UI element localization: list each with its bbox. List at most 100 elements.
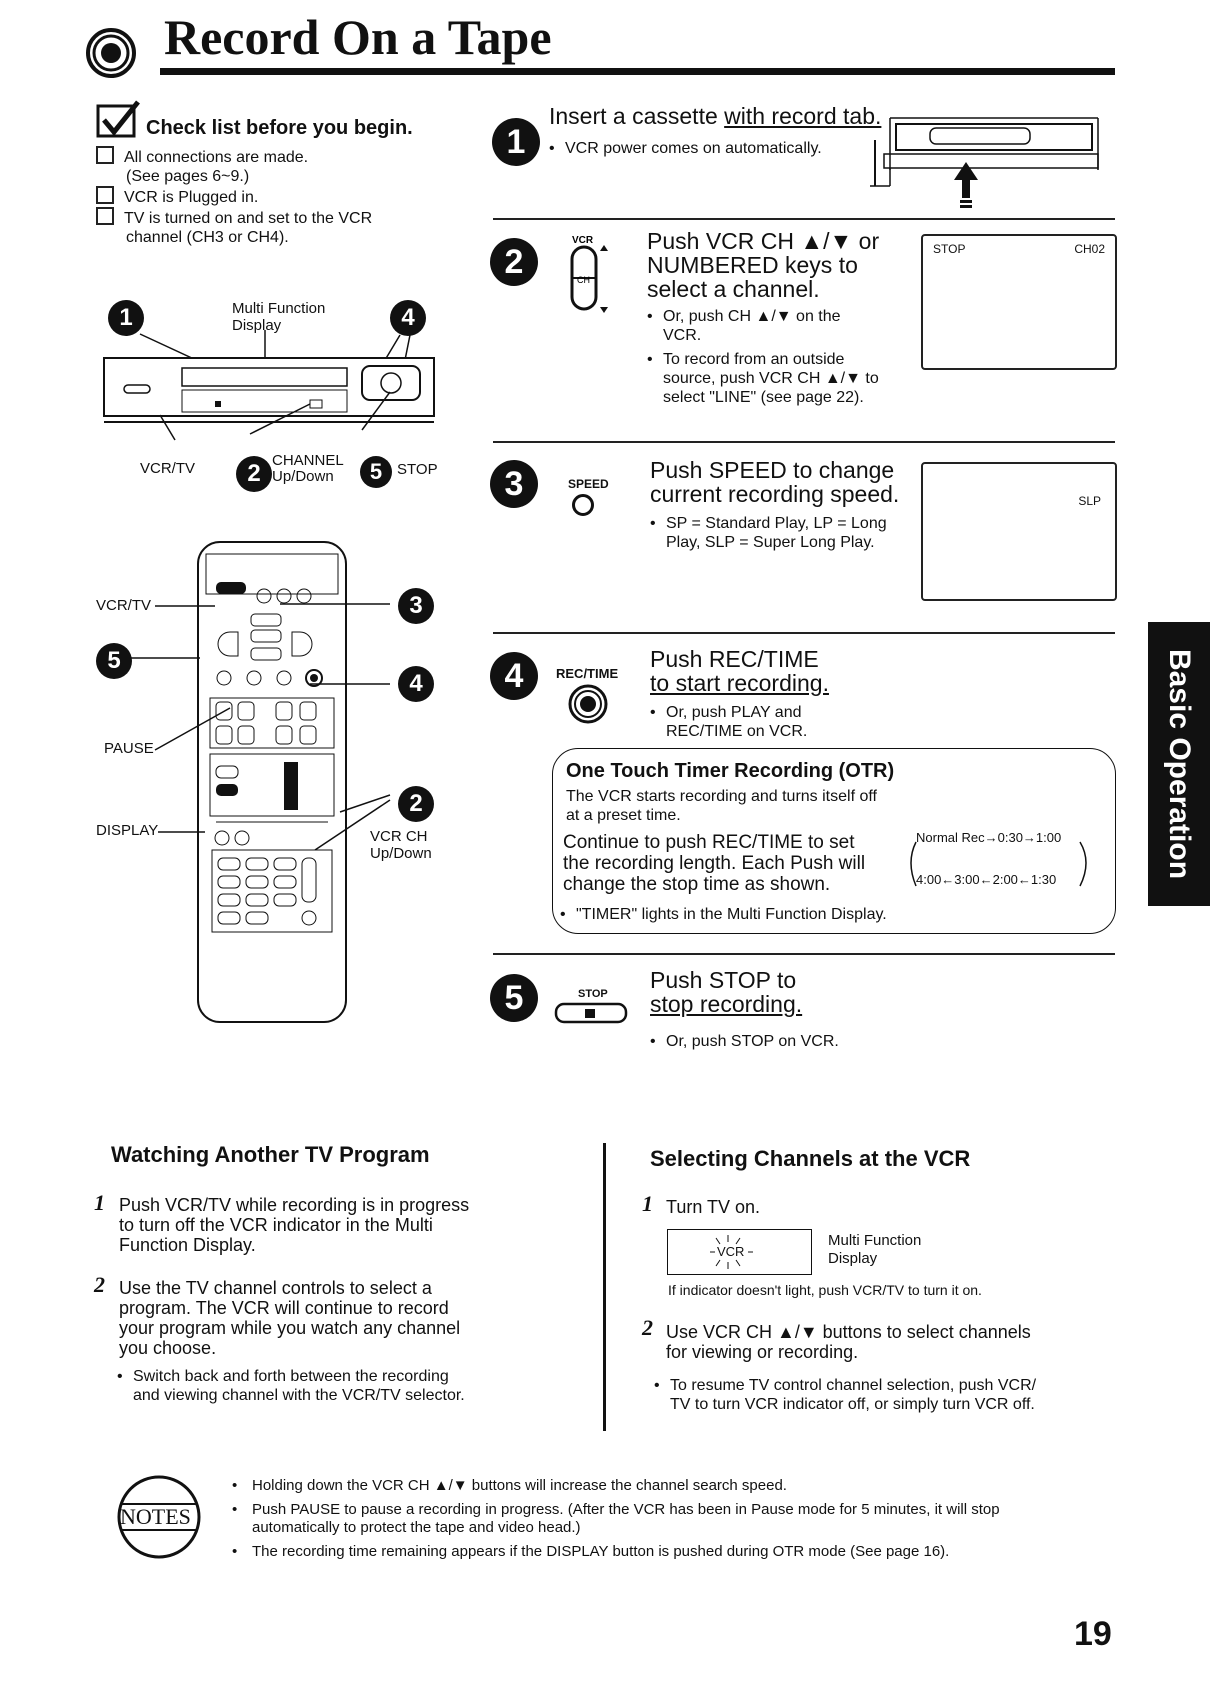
vcr-front-illustration <box>100 330 440 450</box>
title-rule <box>160 68 1115 75</box>
selecting-bullet: •To resume TV control channel selection,… <box>654 1377 1037 1413</box>
step-2-number: 2 <box>490 238 538 286</box>
remote-vcrtv-label: VCR/TV <box>96 597 152 614</box>
remote-callout-2: 2 <box>398 786 434 822</box>
step-3-tv-screen: SLP <box>921 462 1117 601</box>
otr-body: Continue to push REC/TIME to set the rec… <box>563 832 866 895</box>
checklist: All connections are made. (See pages 6~9… <box>96 146 372 247</box>
vcr-ch-button-icon: VCR CH <box>568 233 618 317</box>
step-4-number: 4 <box>490 652 538 700</box>
step-3-number: 3 <box>490 460 538 508</box>
multi-function-display-label: Multi Function Display <box>232 300 326 334</box>
checkbox-icon <box>96 186 114 204</box>
step-5-title: Push STOP to stop recording. <box>650 967 803 1017</box>
page-title: Record On a Tape <box>164 9 552 65</box>
otr-box <box>552 748 1116 934</box>
remote-illustration <box>196 540 348 1025</box>
checklist-item: TV is turned on and set to the VCR <box>96 207 372 228</box>
remote-callout-4: 4 <box>398 666 434 702</box>
side-tab: Basic Operation <box>1148 622 1210 906</box>
page-number: 19 <box>1074 1615 1112 1653</box>
callout-2: 2 <box>236 456 272 492</box>
svg-text:CH: CH <box>577 275 590 285</box>
step-4-bullet: •Or, push PLAY and REC/TIME on VCR. <box>650 704 808 740</box>
checkmark-icon <box>96 100 142 138</box>
selecting-step-2: Use VCR CH ▲/▼ buttons to select channel… <box>666 1322 1031 1362</box>
note-item: •The recording time remaining appears if… <box>232 1543 950 1560</box>
vcrtv-label: VCR/TV <box>140 460 196 477</box>
notes-list: •Holding down the VCR CH ▲/▼ buttons wil… <box>232 1477 1000 1560</box>
divider <box>493 953 1115 955</box>
selecting-step-2-number: 2 <box>642 1315 653 1340</box>
callout-5: 5 <box>360 456 392 488</box>
indicator-note: If indicator doesn't light, push VCR/TV … <box>668 1282 982 1298</box>
mfd-label: Multi Function Display <box>828 1232 922 1267</box>
speed-button-label: SPEED <box>568 477 609 491</box>
watching-item-2-number: 2 <box>94 1272 105 1297</box>
stop-label: STOP <box>397 461 438 478</box>
step-3-bullet: •SP = Standard Play, LP = Long Play, SLP… <box>650 515 887 551</box>
step-1-bullet: •VCR power comes on automatically. <box>549 140 822 157</box>
screen-speed-text: SLP <box>1078 494 1101 508</box>
side-tab-label: Basic Operation <box>1163 648 1196 880</box>
checklist-title: Check list before you begin. <box>146 117 413 139</box>
step-2-title: Push VCR CH ▲/▼ or NUMBERED keys to sele… <box>647 228 880 302</box>
screen-channel-text: CH02 <box>1074 242 1105 256</box>
step-1-number: 1 <box>492 118 540 166</box>
column-divider <box>603 1143 606 1431</box>
remote-display-label: DISPLAY <box>96 822 159 839</box>
speed-button-icon <box>572 494 594 516</box>
rectime-button-label: REC/TIME <box>556 666 619 681</box>
checkbox-icon <box>96 146 114 164</box>
stop-button-icon <box>554 1002 628 1024</box>
selecting-step-1: Turn TV on. <box>666 1197 761 1217</box>
otr-cycle-top: Normal Rec→0:30→1:00 <box>916 830 1062 845</box>
otr-cycle-bottom: 4:00←3:00←2:00←1:30 <box>916 872 1057 887</box>
checklist-item: All connections are made. <box>96 146 372 167</box>
step-5-number: 5 <box>490 974 538 1022</box>
step-5-bullet: •Or, push STOP on VCR. <box>650 1033 839 1050</box>
otr-bullet: •"TIMER" lights in the Multi Function Di… <box>560 906 887 923</box>
remote-leader-lines <box>90 590 430 910</box>
screen-stop-text: STOP <box>933 242 966 256</box>
checklist-item: channel (CH3 or CH4). <box>126 229 289 246</box>
step-1-line <box>874 140 876 186</box>
watching-item-1-number: 1 <box>94 1190 105 1215</box>
selecting-step-1-number: 1 <box>642 1191 653 1216</box>
remote-callout-3: 3 <box>398 588 434 624</box>
watching-title: Watching Another TV Program <box>111 1142 430 1167</box>
otr-title: One Touch Timer Recording (OTR) <box>566 760 895 782</box>
title-record-icon <box>86 28 136 78</box>
step-2-bullet-2: •To record from an outside source, push … <box>647 351 879 406</box>
step-2-tv-screen: STOP CH02 <box>921 234 1117 370</box>
callout-1: 1 <box>108 300 144 336</box>
watching-item-2: Use the TV channel controls to select a … <box>119 1278 461 1358</box>
otr-description: The VCR starts recording and turns itsel… <box>566 788 877 824</box>
note-item: •Holding down the VCR CH ▲/▼ buttons wil… <box>232 1477 787 1494</box>
watching-bullet: •Switch back and forth between the recor… <box>117 1368 465 1404</box>
svg-text:VCR: VCR <box>572 235 594 246</box>
note-item: •Push PAUSE to pause a recording in prog… <box>232 1501 1000 1518</box>
notes-icon: NOTES <box>116 1474 202 1560</box>
callout-4: 4 <box>390 300 426 336</box>
divider <box>493 441 1115 443</box>
step-4-title: Push REC/TIME to start recording. <box>650 646 829 696</box>
notes-label: NOTES <box>120 1504 191 1529</box>
step-3-title: Push SPEED to change current recording s… <box>650 457 900 507</box>
stop-button-label: STOP <box>578 988 608 1000</box>
step-1-title: Insert a cassette with record tab. <box>549 103 882 129</box>
vcr-indicator-text: VCR <box>717 1244 745 1259</box>
checklist-item: (See pages 6~9.) <box>126 168 250 185</box>
channel-label: CHANNEL Up/Down <box>272 452 344 485</box>
checklist-item: VCR is Plugged in. <box>96 186 372 207</box>
divider <box>493 218 1115 220</box>
otr-cycle-diagram <box>902 828 1094 896</box>
divider <box>493 632 1115 634</box>
vcr-indicator-box: VCR <box>667 1229 812 1275</box>
selecting-title: Selecting Channels at the VCR <box>650 1146 971 1171</box>
checkbox-icon <box>96 207 114 225</box>
remote-pause-label: PAUSE <box>104 740 154 757</box>
rectime-button-icon <box>568 684 608 724</box>
remote-vcrch-label: VCR CH Up/Down <box>370 828 432 862</box>
watching-item-1: Push VCR/TV while recording is in progre… <box>119 1195 470 1255</box>
